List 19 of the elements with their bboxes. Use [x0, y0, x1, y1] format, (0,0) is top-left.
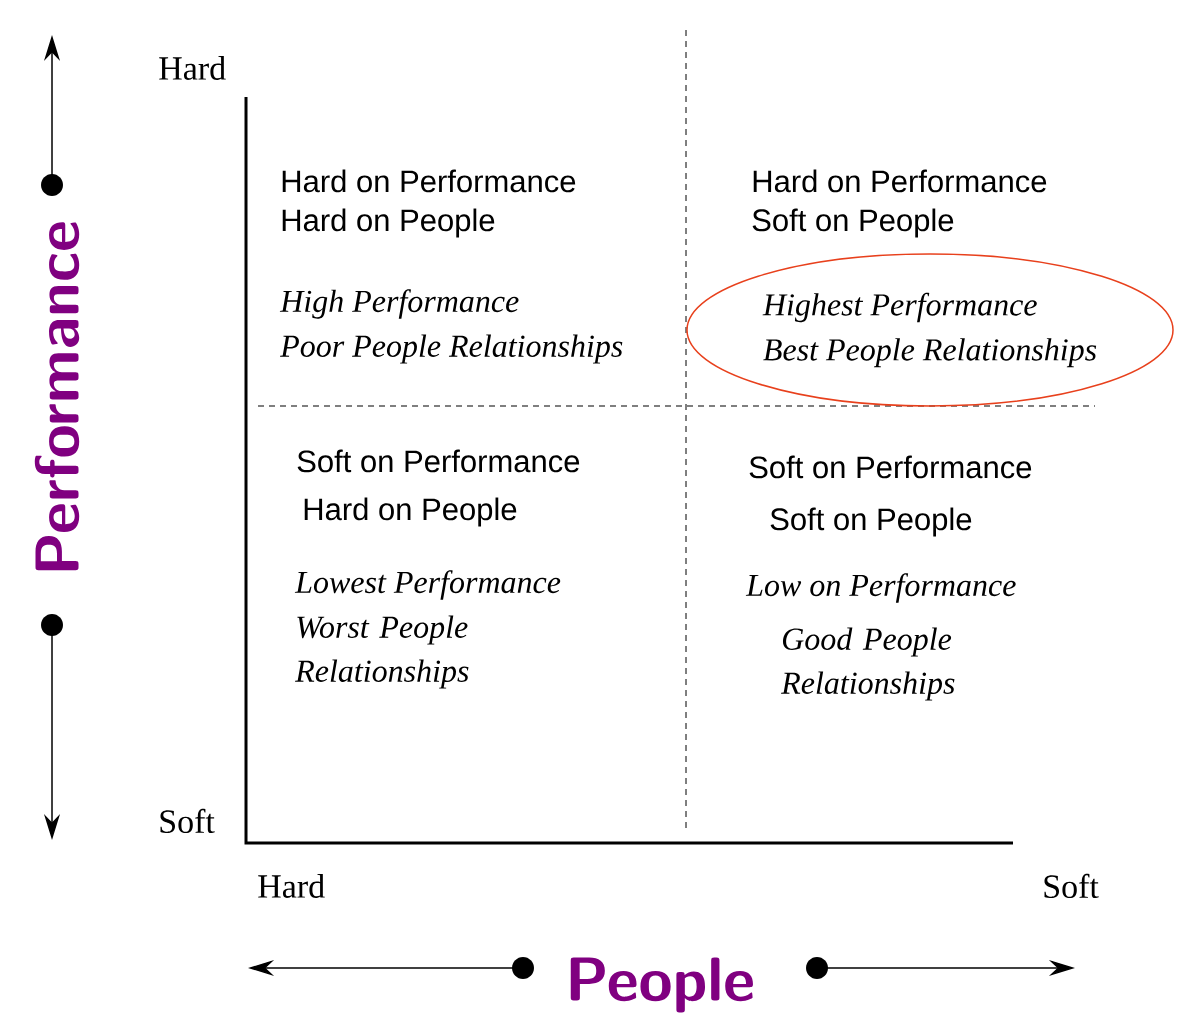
axis-end-label: Hard	[159, 56, 226, 80]
quadrant-heading: Soft on Performance	[297, 449, 580, 473]
axis-title: Performance	[34, 222, 80, 571]
quadrant-heading: Hard on People	[304, 497, 517, 527]
axis-end-label: Soft	[160, 808, 215, 834]
quadrant-description: High Performance	[279, 289, 519, 319]
quadrant-heading: Hard on Performance	[753, 169, 1047, 193]
quadrant-description: Poor People Relationships	[280, 334, 623, 364]
quadrant-heading: Hard on Performance	[282, 169, 576, 193]
quadrant-heading: Hard on People	[282, 208, 495, 238]
quadrant-heading: Soft on Performance	[749, 455, 1032, 479]
quadrant-description: Worst People Relationships	[295, 615, 469, 689]
quadrant-description: Lowest Performance	[294, 570, 561, 600]
axis-end-label: Hard	[258, 874, 325, 898]
quadrant-description: Low on Performance	[745, 573, 1016, 603]
axis-end-label: Soft	[1044, 873, 1099, 899]
quadrant-description: Good People Relationships	[781, 627, 955, 701]
quadrant-heading: Soft on People	[770, 507, 972, 537]
axis-title: People	[570, 957, 753, 1013]
